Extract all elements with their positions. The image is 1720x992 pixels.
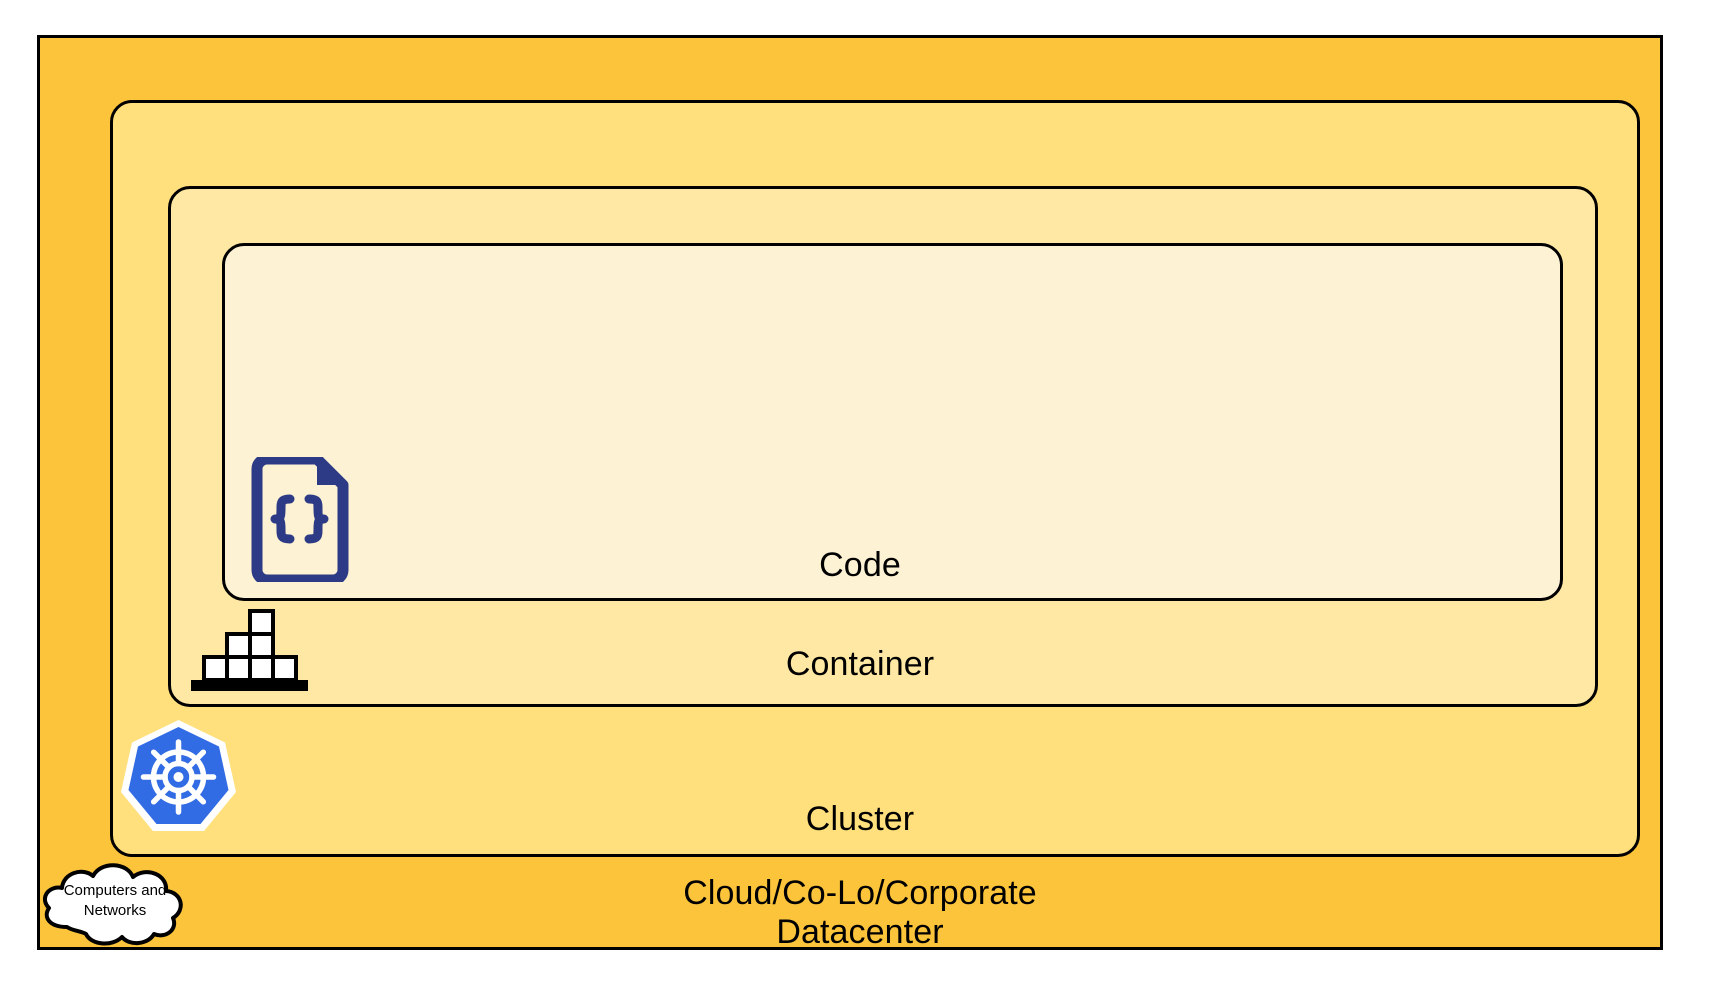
cloud-shape-icon	[42, 863, 183, 946]
layer-label-container: Container	[785, 645, 935, 683]
computers-networks-cloud-callout[interactable]: Computers and Networks	[35, 857, 195, 947]
layer-code[interactable]	[222, 243, 1563, 601]
layer-label-code: Code	[819, 546, 901, 584]
code-file-braces-icon	[251, 457, 349, 582]
container-blocks-icon	[191, 609, 308, 691]
layer-label-cluster: Cluster	[805, 800, 915, 838]
layer-label-datacenter: Cloud/Co-Lo/Corporate Datacenter	[683, 874, 1037, 951]
kubernetes-helm-icon	[121, 720, 236, 831]
